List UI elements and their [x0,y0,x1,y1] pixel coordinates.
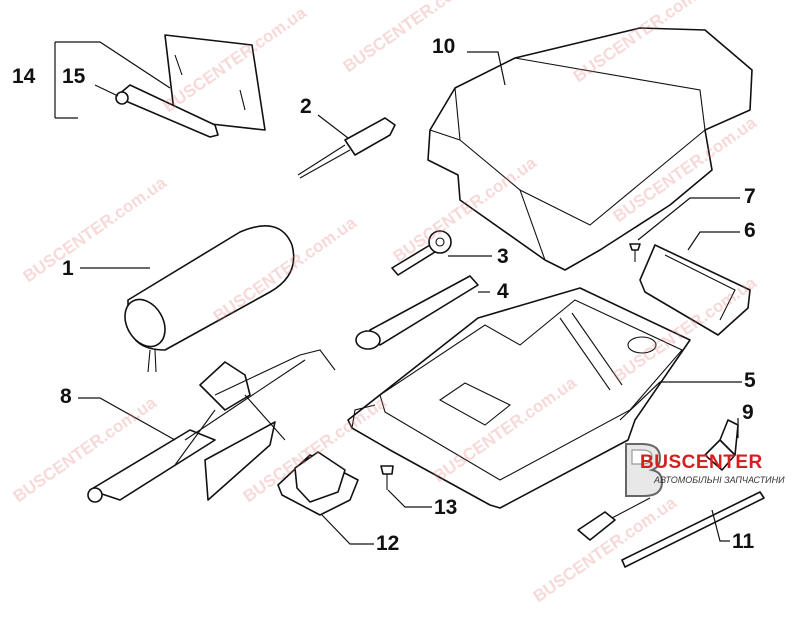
part-15-l-wrench [115,84,219,138]
buscenter-logo: BUSCENTER АВТОМОБІЛЬНІ ЗАПЧАСТИНИ [618,440,788,500]
part-10-storage-lid [427,27,753,271]
part-6-bracket [639,244,751,336]
logo-name: BUSCENTER [640,452,763,473]
callout-1: 1 [62,257,74,280]
callout-10: 10 [432,35,456,58]
part-12-rubber-mount [277,451,359,516]
callout-3: 3 [497,245,509,268]
callout-12: 12 [376,532,400,555]
part-3-eye-bolt [391,230,452,276]
part-7-screw [629,243,641,262]
callout-15: 15 [62,65,86,88]
part-4-socket-bar [355,275,479,350]
callout-9: 9 [742,401,754,424]
callout-2: 2 [300,95,312,118]
part-5-storage-tray [347,287,691,509]
part-1-tool-bag [124,225,295,373]
callout-8: 8 [60,385,72,408]
part-8-scissor-jack [87,349,336,503]
callout-4: 4 [497,280,509,303]
logo-b-icon [625,443,664,497]
callout-13: 13 [434,496,458,519]
callout-14: 14 [12,65,36,88]
callout-5: 5 [744,369,756,392]
callout-11: 11 [732,530,755,553]
part-13-bolt [380,465,394,490]
leader-lines [54,41,742,545]
part-2-screwdriver [297,117,396,179]
logo-subtitle: АВТОМОБІЛЬНІ ЗАПЧАСТИНИ [654,475,785,485]
part-14-tool-pad [164,34,266,131]
callout-7: 7 [744,185,756,208]
callout-6: 6 [744,219,756,242]
part-11-extension-bar [577,491,765,568]
